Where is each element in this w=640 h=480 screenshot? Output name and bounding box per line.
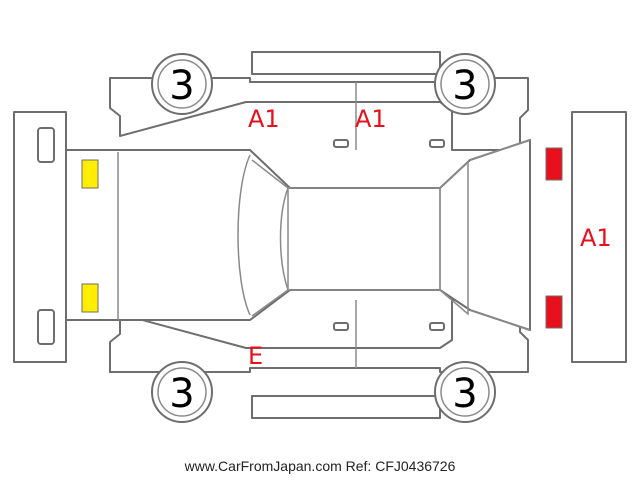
damage-code-left-rear-door: A1 xyxy=(355,105,387,133)
damage-code-rear-bumper: A1 xyxy=(580,224,612,252)
rear-lamp-right xyxy=(545,295,563,329)
front-lamp-right xyxy=(81,283,99,313)
left-side-panels xyxy=(109,51,529,151)
rear-lamp-left xyxy=(545,147,563,181)
damage-code-right-front-door: E xyxy=(248,342,263,370)
car-body-top-view xyxy=(65,139,531,331)
rear-bumper xyxy=(571,111,627,363)
damage-code-left-front-door: A1 xyxy=(248,105,280,133)
tire-rear-right-score: 3 xyxy=(452,371,477,417)
lamps xyxy=(81,147,563,329)
footer-reference: www.CarFromJapan.com Ref: CFJ0436726 xyxy=(184,458,456,474)
tire-rear-left: 3 xyxy=(434,53,496,115)
tire-front-right-score: 3 xyxy=(169,371,194,417)
tire-rear-left-score: 3 xyxy=(452,63,477,109)
tire-front-left: 3 xyxy=(151,53,213,115)
front-lamp-left xyxy=(81,159,99,189)
front-bumper xyxy=(13,111,67,363)
tire-front-left-score: 3 xyxy=(169,63,194,109)
tire-front-right: 3 xyxy=(151,361,213,423)
tire-rear-right: 3 xyxy=(434,361,496,423)
